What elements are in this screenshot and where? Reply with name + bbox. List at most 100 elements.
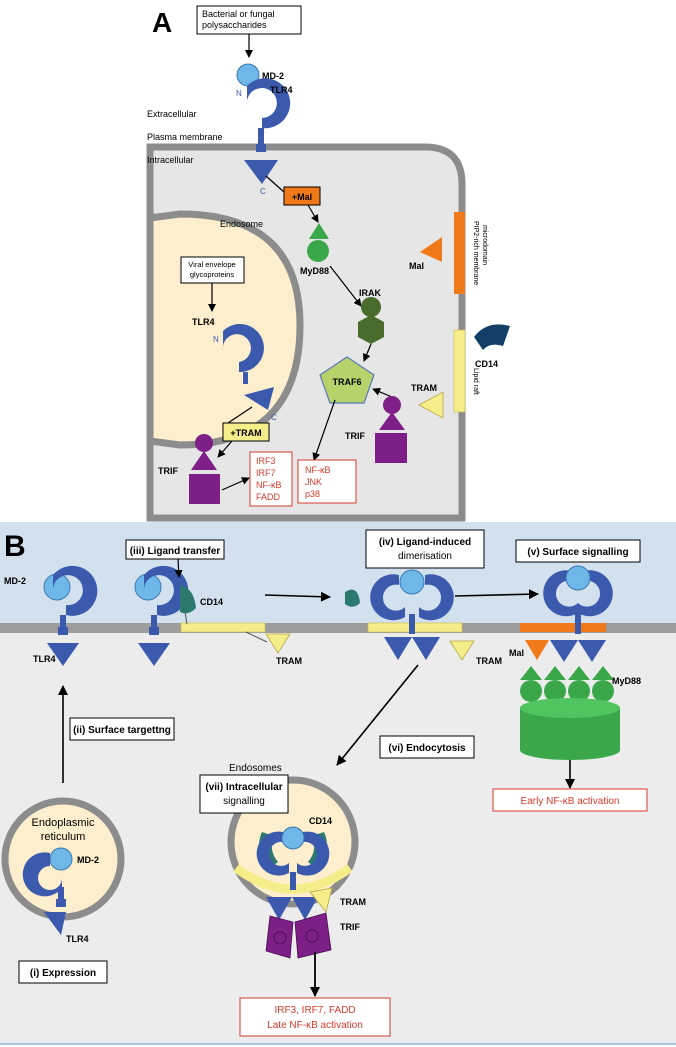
- trif2-head: [383, 396, 401, 414]
- plus-tram-label: +TRAM: [230, 428, 261, 438]
- step-ii-box: [69, 717, 175, 741]
- myd88-label: MyD88: [300, 266, 329, 276]
- irf-box-line-3: NF-κB: [256, 480, 282, 490]
- endo-tlr4-tir-domain: [244, 387, 274, 410]
- endo-n-label: N: [213, 335, 219, 344]
- pip2-raft: [520, 623, 606, 632]
- b-tram-shape-2: [449, 640, 475, 661]
- step-ii-label: (ii) Surface targettng: [73, 725, 171, 736]
- trif2-label: TRIF: [345, 431, 365, 441]
- nfkb-box-line-1: NF-κB: [305, 465, 331, 475]
- late-box: [239, 997, 391, 1037]
- step-iii-box: [125, 539, 225, 560]
- trif-head: [195, 434, 213, 452]
- b-tram-label-1: TRAM: [276, 656, 302, 666]
- endo-dimer-tm: [290, 872, 296, 890]
- c-terminus-label: C: [260, 187, 266, 196]
- b-myd88-label: MyD88: [612, 676, 641, 686]
- myd88-dd-3: [568, 666, 590, 680]
- er-md2-shape: [49, 847, 73, 871]
- myd88-death-domain: [309, 223, 329, 239]
- tlr4-to-mal-line: [265, 175, 285, 193]
- dimer-tir-right: [412, 637, 440, 660]
- b-tlr4-label: TLR4: [33, 654, 56, 664]
- b-tlr4-tir-1: [47, 643, 79, 666]
- endo-cd14-label: CD14: [309, 816, 332, 826]
- b-cd14-anchor: [184, 611, 188, 625]
- tram-shape: [418, 391, 444, 419]
- viral-line-1: Viral envelope: [188, 260, 235, 269]
- step-iv-line-1: (iv) Ligand-induced: [379, 537, 471, 548]
- plasma-membrane-b: [0, 623, 676, 633]
- stimulus-line-2: polysaccharides: [202, 20, 267, 30]
- viral-line-2: glycoproteins: [190, 270, 234, 279]
- myd88-to-irak-arrow: [329, 265, 362, 307]
- pip2-microdomain: [454, 212, 465, 294]
- intracellular-label: Intracellular: [147, 155, 194, 165]
- endo-tlr4-transmembrane: [243, 372, 248, 384]
- er-md2-label: MD-2: [77, 855, 99, 865]
- trif-body: [189, 474, 220, 504]
- stimulus-line-1: Bacterial or fungal: [202, 9, 275, 19]
- step-iv-line-2: dimerisation: [398, 551, 452, 562]
- cd14-shape: [474, 324, 510, 350]
- step-iii-label: (iii) Ligand transfer: [130, 546, 221, 557]
- myd88-dd-4: [592, 666, 614, 680]
- b-tlr4-anchor-2: [149, 627, 159, 635]
- b-tlr4-ecto-2: [143, 565, 189, 616]
- endo-tlr4-ectodomain: [222, 324, 264, 373]
- step-v-label: (v) Surface signalling: [527, 547, 628, 558]
- dimer-ecto-right: [419, 574, 454, 621]
- step-vi-box: [379, 735, 475, 759]
- tlr4-to-tram-line: [224, 406, 253, 426]
- b-mal-label: Mal: [509, 648, 524, 658]
- plasma-membrane-label: Plasma membrane: [147, 132, 223, 142]
- tlr4-tm-anchor: [256, 144, 266, 152]
- trif-label: TRIF: [158, 466, 178, 476]
- endo-tir-right: [292, 897, 318, 920]
- tlr4-transmembrane: [258, 128, 264, 150]
- cd14-label: CD14: [475, 359, 498, 369]
- step-vi-label: (vi) Endocytosis: [388, 743, 466, 754]
- trif-to-irf-arrow: [221, 477, 250, 491]
- panel-b: B MD-2 TLR4 CD14 (iii) Ligand transfer T…: [0, 522, 676, 1045]
- endo-trif-right: [294, 912, 332, 959]
- pip2-label-1: PIP2-rich membrane: [472, 221, 479, 285]
- panel-a: A Bacterial or fungal polysaccharides MD…: [146, 5, 510, 522]
- er-tlr4-ecto: [22, 852, 63, 897]
- surface-tir-2: [578, 640, 606, 662]
- nfkb-box-line-2: JNK: [305, 477, 322, 487]
- b-mal-shape: [525, 640, 549, 660]
- b-tlr4-tm-1: [60, 615, 66, 633]
- step-iv-box: [365, 529, 485, 569]
- er-line-1: Endoplasmic: [32, 817, 95, 829]
- dimer-md2: [399, 569, 425, 595]
- surface-md2: [565, 565, 591, 591]
- nfkb-box: [297, 459, 357, 504]
- myd88-tir-1: [520, 680, 542, 702]
- tram-to-trif-arrow: [217, 440, 233, 458]
- endo-dimer-right: [297, 831, 330, 876]
- irf-box-line-1: IRF3: [256, 456, 276, 466]
- lipid-raft-label: Lipid raft: [472, 368, 479, 395]
- dimer-tir-left: [384, 637, 412, 660]
- irak-to-traf6-arrow: [362, 343, 372, 362]
- b-dimer-cd14: [345, 589, 360, 607]
- trif-to-traf6-arrow: [372, 388, 393, 398]
- surface-ecto-right: [578, 570, 613, 617]
- b-tlr4-anchor-1: [58, 627, 68, 635]
- trif2-body: [375, 433, 407, 463]
- er-tlr4-tir: [44, 912, 66, 935]
- viral-box: [180, 256, 245, 284]
- b-tram-tether-1: [245, 631, 268, 643]
- trif-tir: [191, 451, 217, 470]
- step-iii-arrow: [174, 558, 183, 578]
- irak-head: [361, 297, 381, 317]
- raft-1: [180, 622, 266, 633]
- endo-tram-label: TRAM: [340, 897, 366, 907]
- dimer-to-surface-arrow: [454, 589, 539, 600]
- lipid-raft: [453, 329, 466, 413]
- plus-mal-box: [283, 186, 321, 206]
- myd88-tir-2: [544, 680, 566, 702]
- early-box: [492, 788, 648, 812]
